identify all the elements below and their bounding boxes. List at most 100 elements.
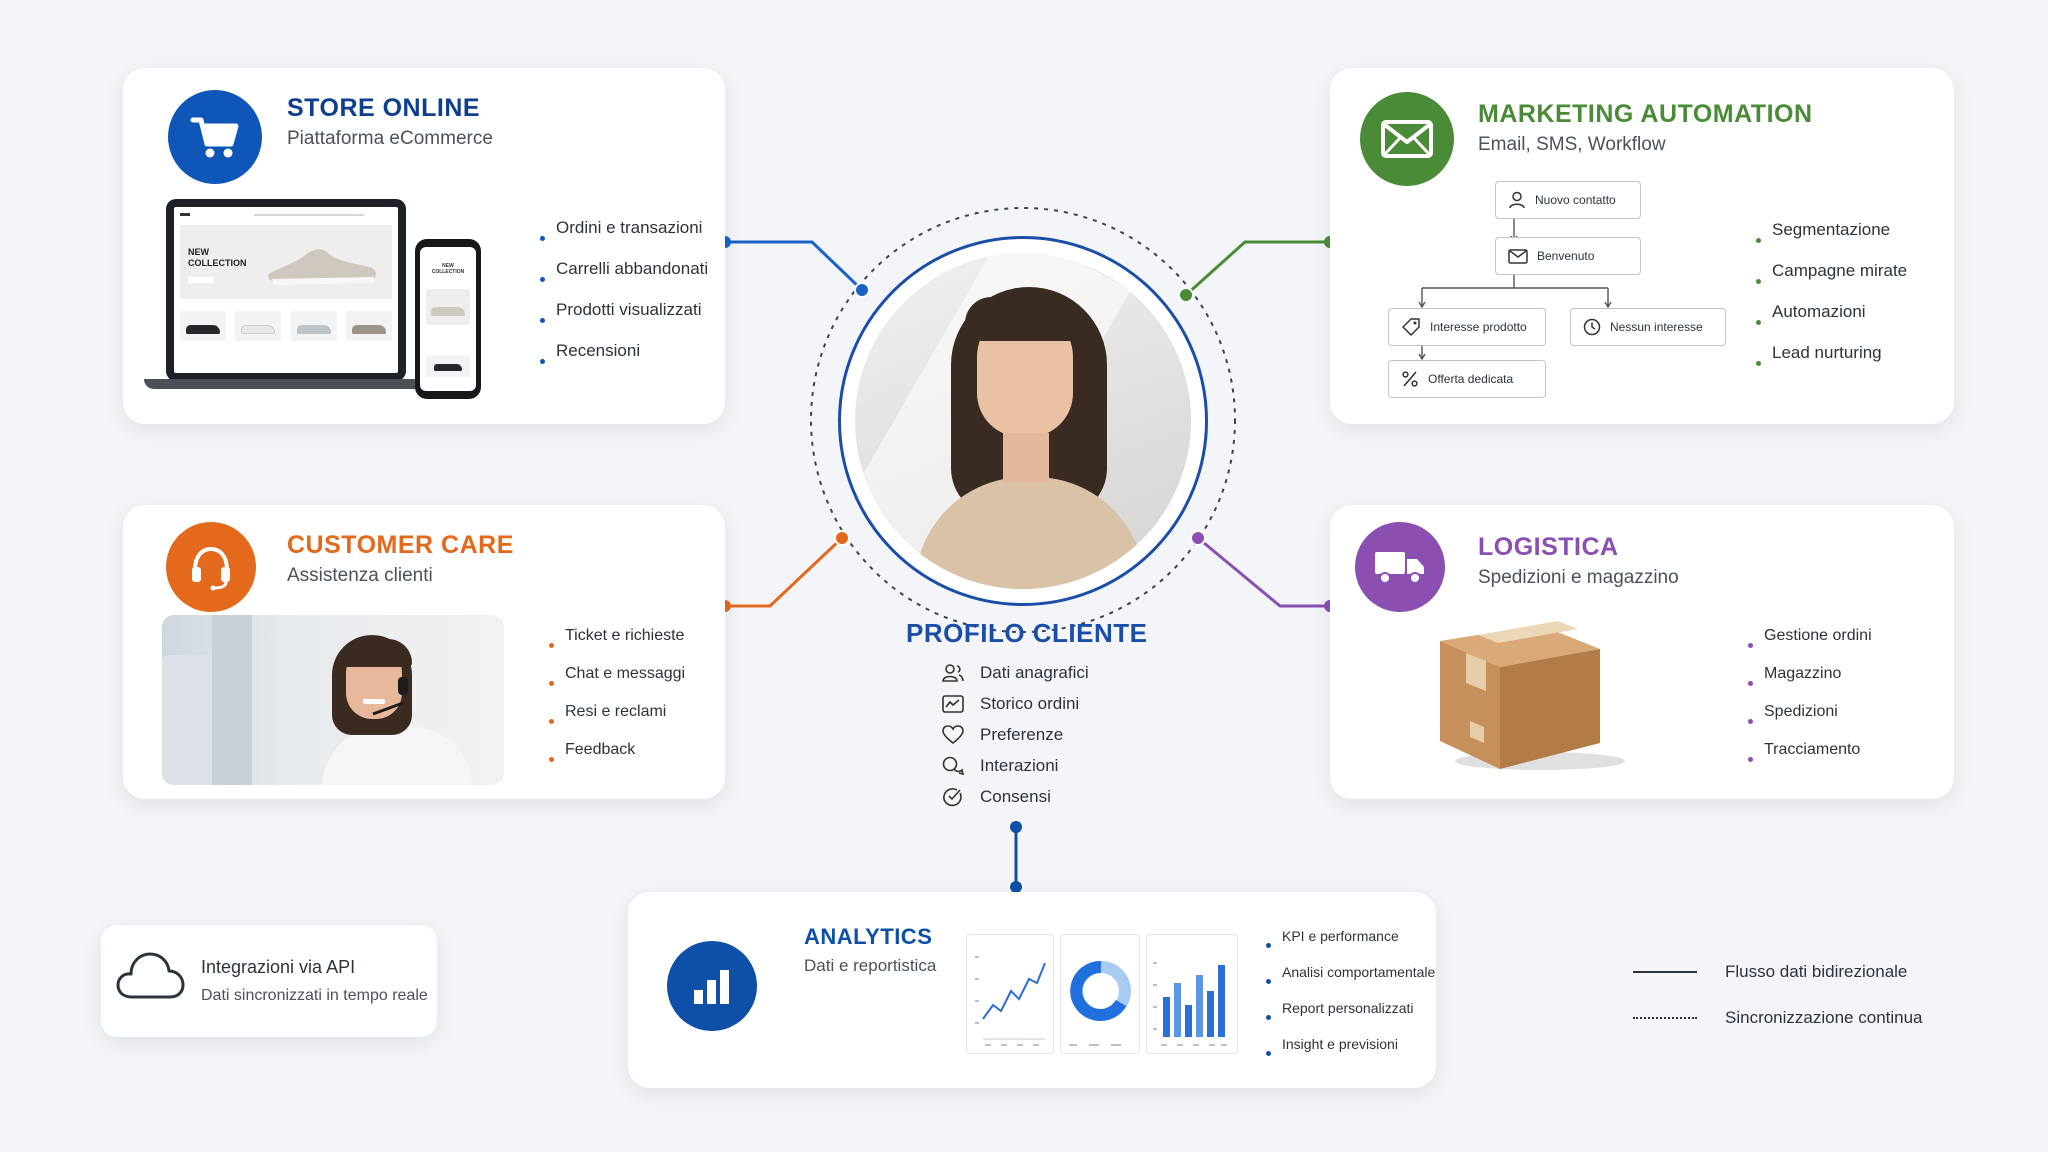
legend: Flusso dati bidirezionale Sincronizzazio… bbox=[1633, 962, 1933, 1042]
profile-item: Consensi bbox=[942, 781, 1089, 812]
mini-line-chart bbox=[966, 934, 1054, 1054]
flow-node-no-interest: Nessun interesse bbox=[1570, 308, 1726, 346]
tag-icon bbox=[1402, 318, 1420, 336]
order-history-icon bbox=[942, 694, 964, 713]
logistics-bullet: Gestione ordini bbox=[1748, 627, 1872, 665]
marketing-subtitle: Email, SMS, Workflow bbox=[1478, 134, 1666, 155]
store-bullet: Prodotti visualizzati bbox=[540, 300, 708, 341]
legend-solid-label: Flusso dati bidirezionale bbox=[1725, 962, 1908, 981]
analytics-subtitle: Dati e reportistica bbox=[804, 956, 937, 975]
analytics-bullet: Insight e previsioni bbox=[1266, 1036, 1435, 1072]
marketing-title: MARKETING AUTOMATION bbox=[1478, 100, 1813, 128]
analytics-card: ANALYTICS Dati e reportistica KPI bbox=[628, 892, 1436, 1088]
analytics-title: ANALYTICS bbox=[804, 924, 933, 949]
phone-hero-text: NEW COLLECTION bbox=[431, 263, 465, 275]
marketing-bullet: Automazioni bbox=[1756, 302, 1907, 343]
profile-item-label: Dati anagrafici bbox=[980, 662, 1089, 682]
headset-icon bbox=[166, 522, 256, 612]
marketing-bullets: Segmentazione Campagne mirate Automazion… bbox=[1756, 220, 1907, 384]
legend-dotted: Sincronizzazione continua bbox=[1633, 1008, 1923, 1028]
care-bullet: Ticket e richieste bbox=[549, 627, 685, 665]
store-bullets: Ordini e transazioni Carrelli abbandonat… bbox=[540, 218, 708, 382]
logistics-bullets: Gestione ordini Magazzino Spedizioni Tra… bbox=[1748, 627, 1872, 779]
care-bullet: Chat e messaggi bbox=[549, 665, 685, 703]
legend-dotted-label: Sincronizzazione continua bbox=[1725, 1008, 1923, 1027]
profile-item: Interazioni bbox=[942, 750, 1089, 781]
flow-node-interest: Interesse prodotto bbox=[1388, 308, 1546, 346]
profile-title: PROFILO CLIENTE bbox=[906, 618, 1148, 648]
logistics-bullet: Tracciamento bbox=[1748, 741, 1872, 779]
customer-portrait bbox=[838, 236, 1208, 606]
shopping-cart-icon bbox=[168, 90, 262, 184]
user-icon bbox=[1509, 191, 1525, 209]
envelope-small-icon bbox=[1508, 248, 1528, 264]
store-title: STORE ONLINE bbox=[287, 94, 481, 122]
mini-bar-chart bbox=[1146, 934, 1238, 1054]
store-subtitle: Piattaforma eCommerce bbox=[287, 128, 493, 149]
analytics-bullet: Report personalizzati bbox=[1266, 1000, 1435, 1036]
bar-chart-icon bbox=[667, 941, 757, 1031]
sneaker-icon bbox=[267, 249, 377, 285]
profile-item-label: Consensi bbox=[980, 786, 1051, 806]
mini-donut-chart bbox=[1060, 934, 1140, 1054]
flow-welcome-label: Benvenuto bbox=[1537, 249, 1595, 263]
api-title: Integrazioni via API bbox=[201, 957, 356, 977]
logistics-card: LOGISTICA Spedizioni e magazzino Gestion… bbox=[1330, 505, 1954, 799]
logistics-bullet: Magazzino bbox=[1748, 665, 1872, 703]
logistics-title: LOGISTICA bbox=[1478, 533, 1619, 561]
profile-item: Storico ordini bbox=[942, 688, 1089, 719]
solid-line-swatch bbox=[1633, 971, 1697, 973]
profile-item-label: Preferenze bbox=[980, 724, 1064, 744]
flow-new-contact-label: Nuovo contatto bbox=[1535, 193, 1616, 207]
store-bullet: Ordini e transazioni bbox=[540, 218, 708, 259]
care-connector bbox=[725, 536, 844, 608]
store-bullet: Carrelli abbandonati bbox=[540, 259, 708, 300]
store-connector bbox=[725, 240, 864, 292]
profile-item: Preferenze bbox=[942, 719, 1089, 750]
marketing-bullet: Lead nurturing bbox=[1756, 343, 1907, 384]
analytics-bullets: KPI e performance Analisi comportamental… bbox=[1266, 928, 1435, 1072]
api-subtitle: Dati sincronizzati in tempo reale bbox=[201, 987, 428, 1004]
logistics-bullet: Spedizioni bbox=[1748, 703, 1872, 741]
truck-icon bbox=[1355, 522, 1445, 612]
legend-solid: Flusso dati bidirezionale bbox=[1633, 962, 1907, 982]
logistics-subtitle: Spedizioni e magazzino bbox=[1478, 567, 1679, 588]
care-bullet: Feedback bbox=[549, 741, 685, 779]
customer-care-card: CUSTOMER CARE Assistenza clienti Ticket … bbox=[123, 505, 725, 799]
dotted-line-swatch bbox=[1633, 1017, 1697, 1019]
marketing-bullet: Segmentazione bbox=[1756, 220, 1907, 261]
flow-offer-label: Offerta dedicata bbox=[1428, 372, 1514, 386]
care-subtitle: Assistenza clienti bbox=[287, 565, 433, 586]
store-online-card: STORE ONLINE Piattaforma eCommerce NEW C… bbox=[123, 68, 725, 424]
chat-bubbles-icon bbox=[942, 756, 964, 775]
logistics-connector bbox=[1197, 536, 1330, 608]
percent-icon bbox=[1402, 371, 1418, 387]
care-title: CUSTOMER CARE bbox=[287, 531, 514, 559]
analytics-bullet: Analisi comportamentale bbox=[1266, 964, 1435, 1000]
flow-node-offer: Offerta dedicata bbox=[1388, 360, 1546, 398]
profile-attribute-list: Dati anagrafici Storico ordini Preferenz… bbox=[942, 657, 1089, 812]
profile-item: Dati anagrafici bbox=[942, 657, 1089, 688]
flow-interest-label: Interesse prodotto bbox=[1430, 320, 1527, 334]
analytics-bullet: KPI e performance bbox=[1266, 928, 1435, 964]
support-agent-photo bbox=[162, 615, 504, 785]
heart-icon bbox=[942, 724, 964, 744]
package-box-illustration bbox=[1440, 621, 1625, 770]
care-bullet: Resi e reclami bbox=[549, 703, 685, 741]
clock-icon bbox=[1583, 318, 1601, 336]
flow-node-welcome: Benvenuto bbox=[1495, 237, 1641, 275]
marketing-automation-card: MARKETING AUTOMATION Email, SMS, Workflo… bbox=[1330, 68, 1954, 424]
flow-no-interest-label: Nessun interesse bbox=[1610, 320, 1703, 334]
user-group-icon bbox=[942, 663, 964, 682]
ecommerce-mockup: NEW COLLECTION NEW COLLECTION bbox=[144, 199, 484, 399]
cloud-icon bbox=[116, 952, 185, 999]
store-bullet: Recensioni bbox=[540, 341, 708, 382]
profile-item-label: Storico ordini bbox=[980, 693, 1080, 713]
profile-item-label: Interazioni bbox=[980, 755, 1059, 775]
marketing-connector bbox=[1184, 240, 1330, 297]
care-bullets: Ticket e richieste Chat e messaggi Resi … bbox=[549, 627, 685, 779]
hero-text: NEW COLLECTION bbox=[188, 247, 247, 268]
check-circle-icon bbox=[943, 787, 962, 806]
api-integration-card: Integrazioni via API Dati sincronizzati … bbox=[101, 925, 437, 1037]
envelope-icon bbox=[1360, 92, 1454, 186]
